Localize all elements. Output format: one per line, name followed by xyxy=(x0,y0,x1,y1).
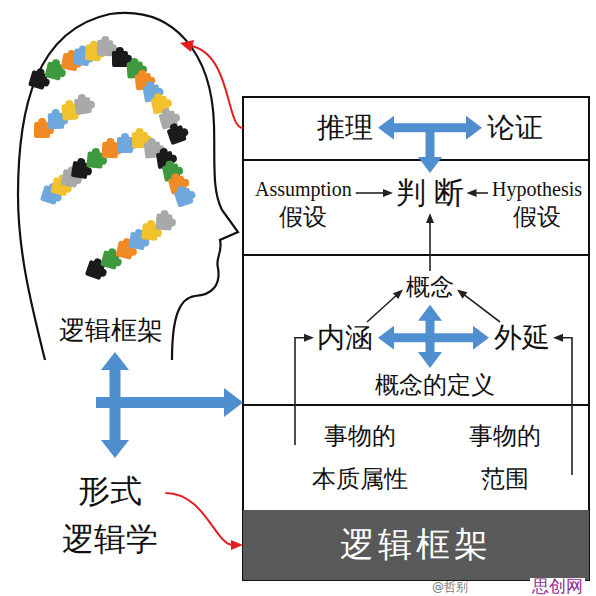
node-text: 事物的 本质属性 xyxy=(310,415,411,501)
thin-arrow xyxy=(426,213,434,271)
thin-arrow xyxy=(356,189,393,197)
term-text: 概念的定义 xyxy=(375,371,495,400)
term-text: 推理 xyxy=(317,111,373,145)
red-leader-arrow xyxy=(180,40,243,128)
node-text: 假设 xyxy=(492,202,582,233)
node-text: 论证 xyxy=(487,111,543,145)
node-text: 形式 逻辑学 xyxy=(59,467,161,563)
connector-line xyxy=(463,294,500,322)
thin-arrow xyxy=(367,289,403,322)
row-divider xyxy=(243,159,589,161)
blue-stem-arrow xyxy=(418,128,442,173)
term-text: 判 断 xyxy=(396,175,464,211)
arrow-head xyxy=(383,189,393,197)
connector-line xyxy=(356,192,385,194)
head-outline xyxy=(18,13,238,360)
node-text: Hypothesis xyxy=(492,176,582,202)
panel-frame xyxy=(243,97,589,580)
thin-arrow xyxy=(467,189,489,197)
watermark-logo: 思创网 xyxy=(530,578,585,595)
arrow-head xyxy=(426,213,434,223)
node-text: 事物的 范围 xyxy=(455,415,556,501)
arrow-head xyxy=(473,326,489,350)
connector-line xyxy=(426,318,435,356)
row-divider xyxy=(243,254,589,256)
arrow-head xyxy=(553,334,563,342)
node-text: 概念 xyxy=(406,273,454,302)
puzzle-piece xyxy=(165,120,190,145)
head-node: 逻辑框架 xyxy=(0,0,245,346)
puzzle-pieces xyxy=(28,36,198,282)
thin-arrow xyxy=(457,289,500,322)
puzzle-piece xyxy=(155,209,176,230)
node-text: 逻辑框架 xyxy=(59,315,163,346)
arrow-head xyxy=(304,334,314,342)
term-text: 内涵 xyxy=(317,321,373,355)
node-text: 概念的定义 xyxy=(375,371,495,400)
arrow-head xyxy=(378,326,394,350)
node-text: Assumption xyxy=(255,176,352,202)
term-text: Hypothesis假设 xyxy=(492,176,582,233)
node-text: 外延 xyxy=(494,321,550,355)
bracket-arrow xyxy=(553,334,572,475)
term-text: 概念 xyxy=(406,273,454,302)
term-text: Assumption假设 xyxy=(255,176,352,233)
arrow-head xyxy=(418,352,442,368)
arrow-head xyxy=(418,157,442,173)
connector-line xyxy=(561,338,572,475)
node-text: 假设 xyxy=(255,202,352,233)
bracket-arrow xyxy=(295,334,314,445)
connector-line xyxy=(475,192,489,194)
arrow-head xyxy=(378,116,394,140)
term-text: 事物的 范围 xyxy=(455,415,556,501)
node-text: 判 断 xyxy=(396,175,464,211)
connector-line xyxy=(429,221,431,271)
term-text: 事物的 本质属性 xyxy=(310,415,411,501)
arrow-head xyxy=(457,289,467,298)
node-text: 内涵 xyxy=(317,321,373,355)
arrow-head xyxy=(467,189,477,197)
red-arrow xyxy=(165,493,243,550)
framework-band: 逻辑框架 xyxy=(243,510,589,580)
arrow-head xyxy=(418,305,442,321)
term-text: 外延 xyxy=(494,321,550,355)
puzzle-piece xyxy=(172,182,197,207)
connector-line xyxy=(426,128,435,160)
term-text: 论证 xyxy=(487,111,543,145)
connector-line xyxy=(367,295,397,322)
blue-double-arrow xyxy=(418,305,442,368)
connector-line xyxy=(295,338,306,445)
blue-cross-arrow xyxy=(96,352,243,458)
arrow-head xyxy=(231,540,243,550)
connector-line xyxy=(165,493,233,545)
arrow-head xyxy=(466,116,482,140)
arrow-head xyxy=(393,289,403,299)
puzzle-piece xyxy=(73,92,96,115)
subject-term: 形式 逻辑学 xyxy=(59,467,161,563)
watermark: @哲别 xyxy=(432,581,468,593)
node-text: 推理 xyxy=(317,111,373,145)
node-text: 逻辑框架 xyxy=(340,525,492,566)
